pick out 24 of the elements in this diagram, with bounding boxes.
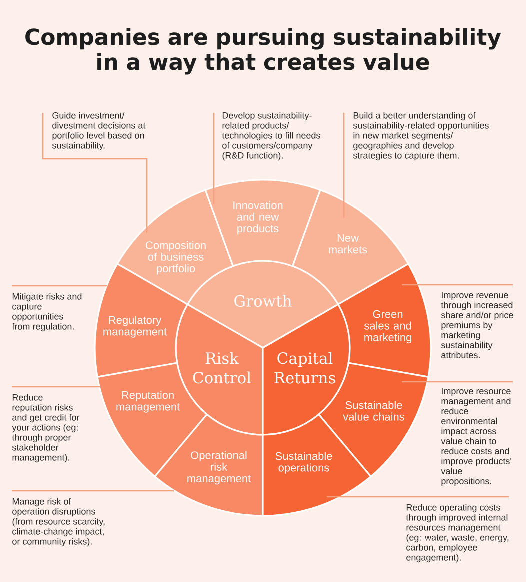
- wheel-segment: New markets: [292, 189, 410, 306]
- leader-line: [12, 490, 174, 492]
- annotation-text: Develop sustainability-related products/ technologies to fill needs of customers/company (R&D function).: [222, 112, 320, 161]
- wheel-segment: Green sales and marketing: [338, 263, 432, 378]
- wheel-segment: Innovation and new products: [204, 179, 322, 268]
- leader-line: [42, 113, 148, 233]
- annotation-text: Reduce reputation risks and get credit for your actions (eg: through proper stakeholder management).: [12, 394, 80, 463]
- leader-line: [402, 381, 513, 383]
- annotation-text: Improve resource management and reduce environmental impact across value chain to reduce costs and improve products' value propositions.: [441, 388, 512, 486]
- title: Companies are pursuing sustainability in a way that creates value: [26, 28, 502, 75]
- annotation-text: Mitigate risks and capture opportunities from regulation.: [12, 293, 82, 332]
- annotation-text: Guide investment/ divestment decisions at portfolio level based on sustainability.: [52, 112, 146, 151]
- leader-line: [12, 386, 100, 388]
- annotation-text: Reduce operating costs through improved internal resources management (eg: water, waste, energy, carbon, employee engagement).: [406, 504, 509, 563]
- annotation-text: Manage risk of operation disruptions (from resource scarcity, climate-change impact, or community risks).: [12, 498, 105, 547]
- wheel-segment: Operational risk management: [154, 414, 264, 517]
- leader-line: [213, 113, 215, 204]
- annotation-text: Improve revenue through increased share and/or price premiums by marketing sustainability attributes.: [441, 292, 514, 358]
- leader-line: [12, 285, 107, 287]
- leader-line: [327, 496, 509, 498]
- wheel-segment: Composition of business portfolio: [116, 189, 234, 306]
- leader-line: [343, 113, 345, 218]
- annotation-text: Build a better understanding of sustainability-related opportunities in new market segments/ geographies and develop strategies to capture them.: [353, 112, 489, 161]
- leader-line: [402, 284, 513, 286]
